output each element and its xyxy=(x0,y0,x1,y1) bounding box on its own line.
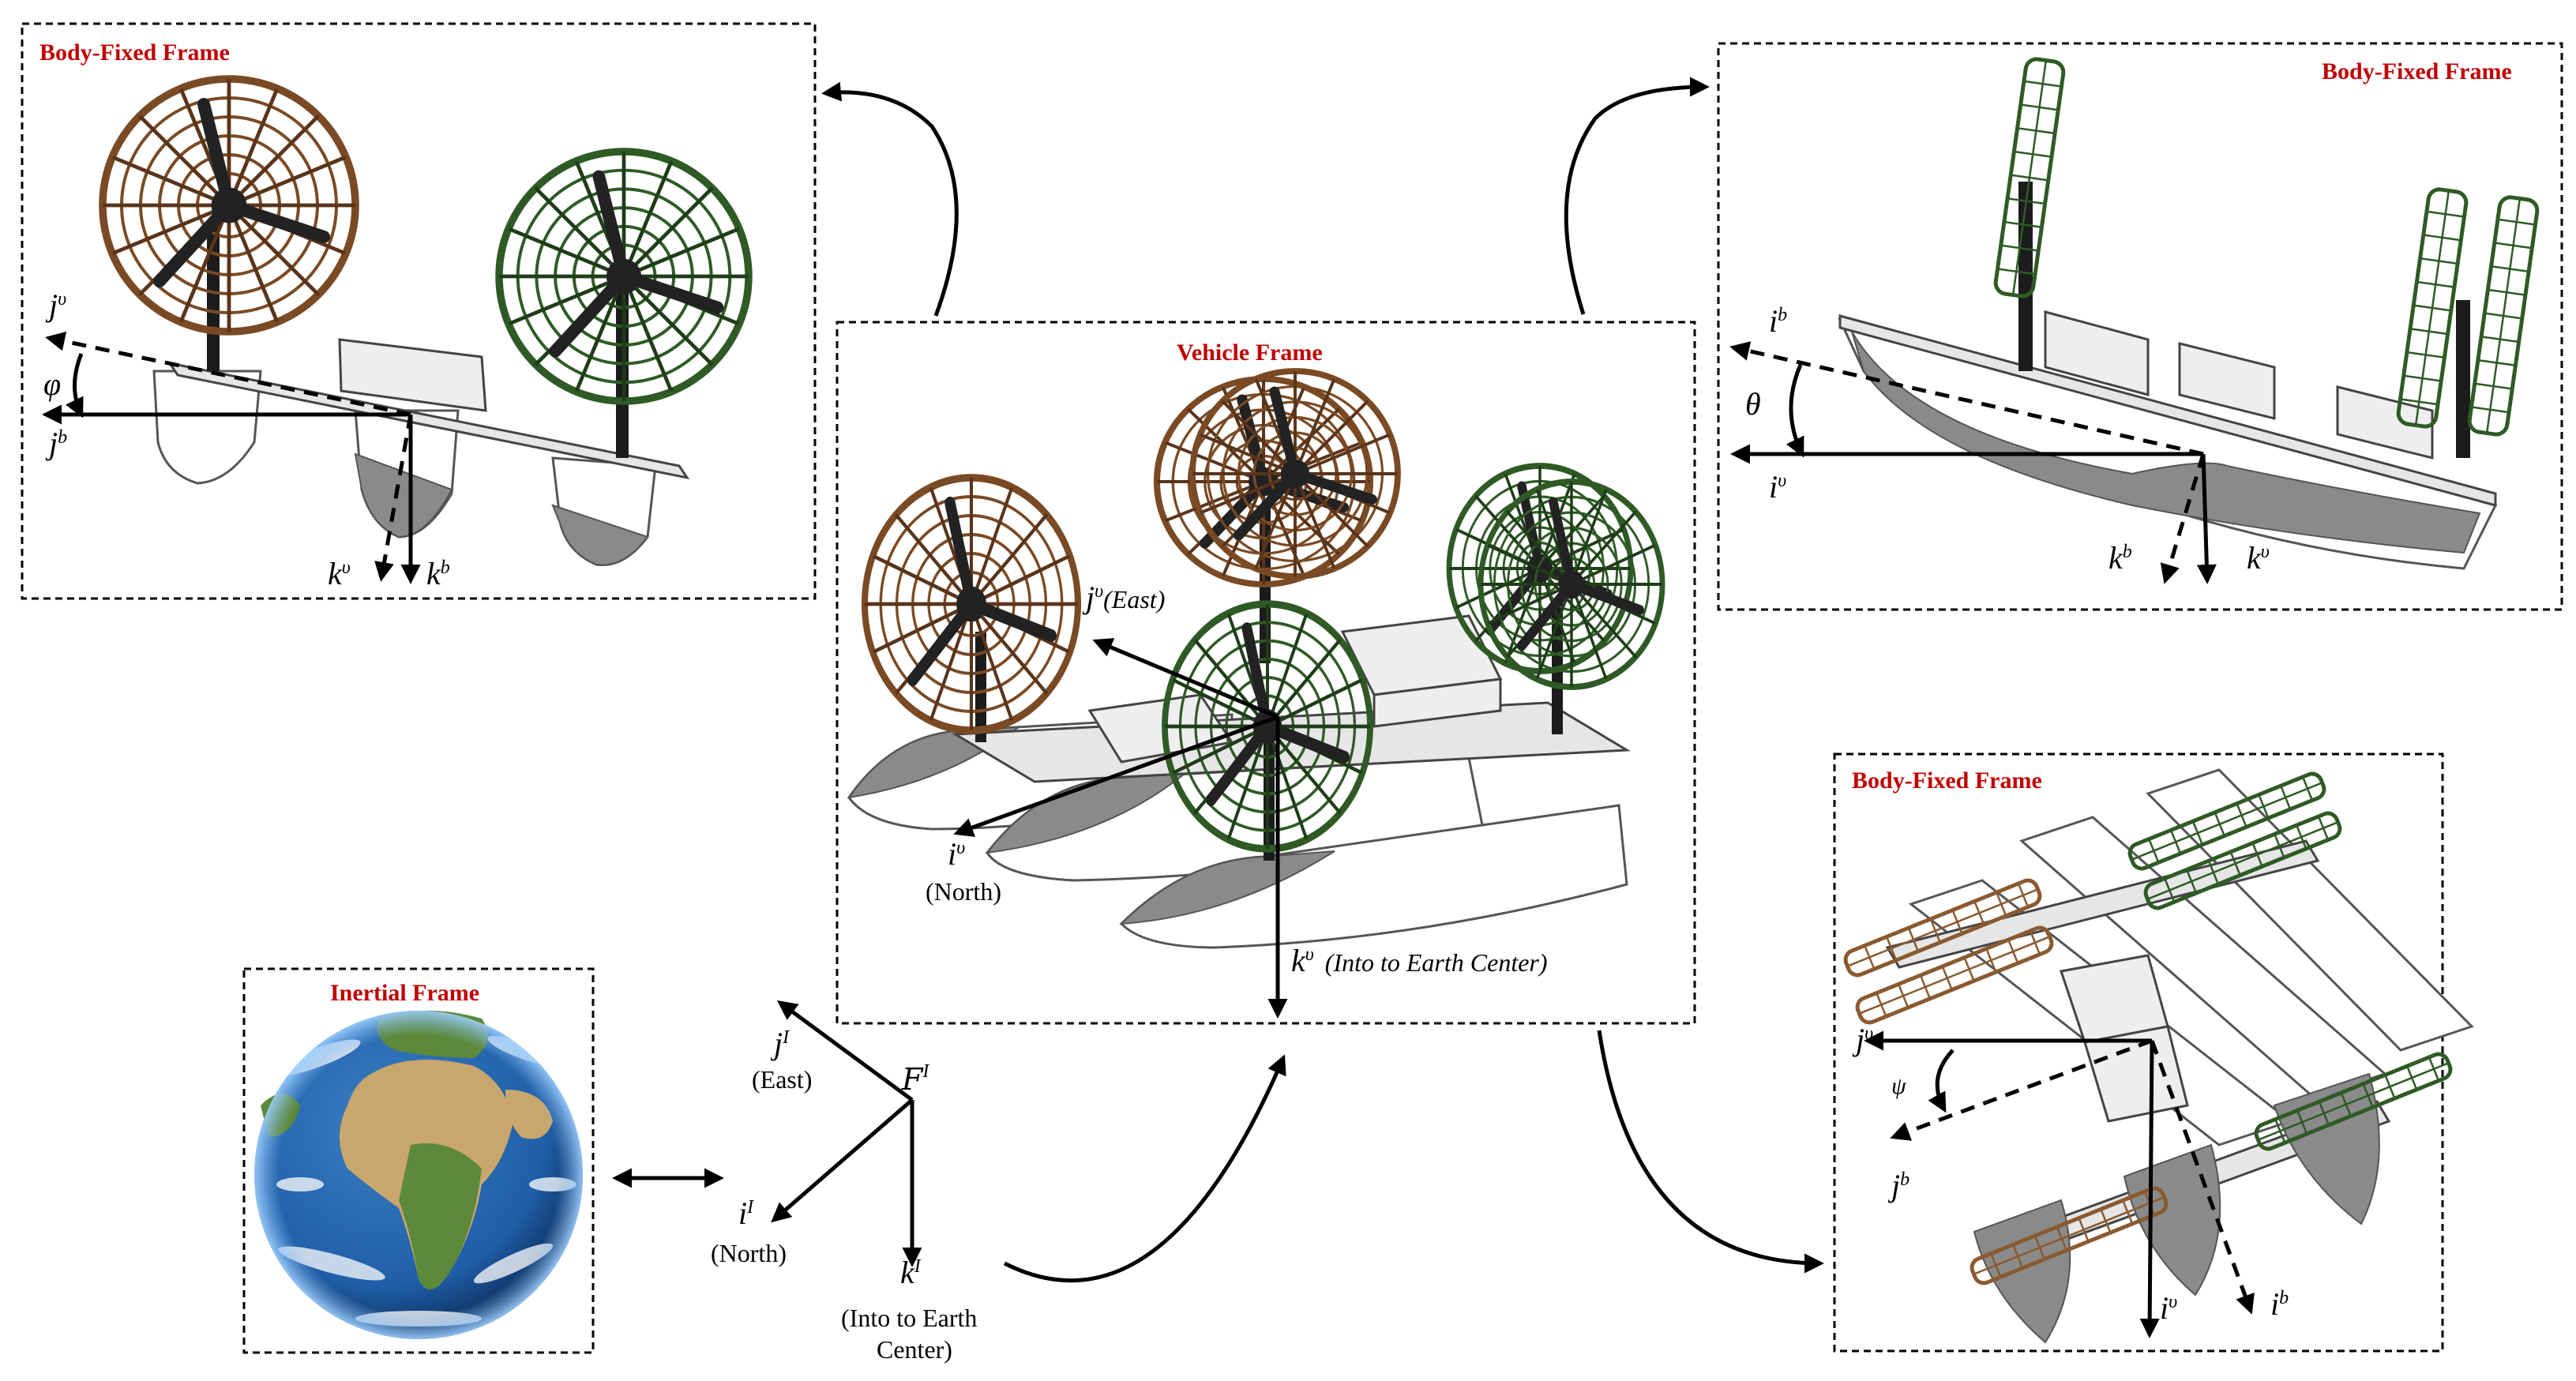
electronics-box xyxy=(338,338,487,412)
label-jI: jI xyxy=(770,1026,790,1061)
label-iI: iI xyxy=(738,1195,754,1231)
label-kI: kI xyxy=(900,1255,922,1290)
panel-border xyxy=(1833,752,2444,1353)
vehicle-axes: jυ(East) iυ (North) kυ(Into to Earth Cen… xyxy=(926,580,1548,1019)
panel-border xyxy=(242,967,595,1354)
axis-jv xyxy=(1092,638,1279,719)
inertial-axes: FI jI (East) iI (North) kI (Into to Eart… xyxy=(711,1000,977,1364)
fan-brown xyxy=(103,79,355,332)
label-iv: iυ xyxy=(2160,1290,2177,1326)
label-kv: kυ xyxy=(2247,540,2270,576)
axis-kv xyxy=(2196,453,2217,584)
label-kv: kυ xyxy=(328,556,351,591)
panel-title: Body-Fixed Frame xyxy=(2322,58,2512,84)
pylon xyxy=(975,632,986,742)
label-iv: iυ xyxy=(1769,469,1786,505)
panel-border xyxy=(21,22,817,600)
fan-green-front xyxy=(1165,604,1370,849)
yaw-angle-arc xyxy=(1928,1049,1955,1113)
earth-globe xyxy=(254,1011,583,1339)
roll-angle-arc xyxy=(66,353,84,418)
panel-title: Inertial Frame xyxy=(330,980,479,1006)
fan-green-edge xyxy=(2468,196,2538,436)
label-jI-note: (East) xyxy=(752,1065,812,1094)
vehicle-illustration xyxy=(847,371,1662,949)
label-iv: iυ xyxy=(948,836,965,872)
panel-inertial-frame: Inertial Frame xyxy=(242,967,595,1354)
panel-title: Vehicle Frame xyxy=(1177,340,1323,366)
box xyxy=(2336,385,2434,460)
label-iv-note: (North) xyxy=(926,877,1001,906)
fan-brown-left xyxy=(865,478,1078,730)
yaw-angle-label: ψ xyxy=(1891,1073,1907,1099)
hull-tip xyxy=(2273,1072,2380,1225)
fan-green xyxy=(499,152,749,401)
deck xyxy=(1838,314,2497,507)
pylon xyxy=(2456,300,2470,458)
roll-angle-label: φ xyxy=(43,366,61,402)
deck xyxy=(167,361,690,480)
axis-iI xyxy=(771,1098,914,1223)
label-ib: ib xyxy=(2270,1286,2289,1322)
label-iI-note: (North) xyxy=(711,1239,787,1267)
panel-body-fixed-yaw: Body-Fixed Frame xyxy=(1833,752,2474,1353)
axis-ib xyxy=(2150,1040,2255,1315)
label-frame-inertial: FI xyxy=(901,1061,929,1097)
label-kb: kb xyxy=(426,556,450,591)
axis-iv xyxy=(953,715,1279,837)
axis-jv xyxy=(45,331,411,417)
pitch-angle-label: θ xyxy=(1745,386,1761,422)
label-jv: jυ xyxy=(1852,1022,1873,1057)
roll-vehicle-illustration xyxy=(103,79,749,567)
label-jv: jυ(East) xyxy=(1082,580,1165,615)
axis-kv xyxy=(374,414,413,582)
label-ib: ib xyxy=(1769,303,1787,339)
roll-axes: φ jυ jb kυ kb xyxy=(42,287,450,591)
panel-border xyxy=(1717,42,2563,611)
arrow-inertial-vehicle xyxy=(1003,1054,1286,1283)
axis-ib xyxy=(1729,341,2204,456)
panel-body-fixed-pitch: Body-Fixed Frame θ ib iυ kb kυ xyxy=(1717,42,2563,611)
box xyxy=(2044,310,2150,396)
arrow-vehicle-yaw xyxy=(1597,1030,1824,1274)
axis-jI xyxy=(776,1000,914,1102)
panel-title: Body-Fixed Frame xyxy=(1852,767,2042,794)
panel-title: Body-Fixed Frame xyxy=(39,39,230,66)
panel-border xyxy=(836,321,1696,1025)
label-kv: kυ(Into to Earth Center) xyxy=(1291,943,1548,978)
pitch-vehicle-illustration xyxy=(1838,58,2539,570)
panel-vehicle-frame: Vehicle Frame xyxy=(836,321,1696,1025)
box xyxy=(2178,342,2276,420)
label-kI-note-2: Center) xyxy=(877,1335,952,1364)
arrow-vehicle-pitch xyxy=(1564,77,1710,315)
hull-left xyxy=(152,370,262,485)
label-jv: jυ xyxy=(45,287,66,323)
pitch-angle-arc xyxy=(1786,364,1804,458)
yaw-vehicle-illustration xyxy=(1842,768,2474,1344)
label-kb: kb xyxy=(2108,540,2132,576)
label-jb: jb xyxy=(45,426,67,461)
hull-tip xyxy=(1973,1199,2071,1344)
pitch-axes: θ ib iυ kb kυ xyxy=(1729,303,2270,584)
axis-iv xyxy=(2139,1040,2160,1338)
arrow-vehicle-roll xyxy=(821,81,959,317)
label-kI-note: (Into to Earth xyxy=(841,1304,977,1332)
panel-body-fixed-roll: Body-Fixed Frame φ jυ jb xyxy=(21,22,817,600)
yaw-axes: ψ jυ jb iυ ib xyxy=(1852,1022,2289,1338)
label-jb: jb xyxy=(1887,1168,1909,1203)
flow-arrows xyxy=(612,77,1824,1283)
